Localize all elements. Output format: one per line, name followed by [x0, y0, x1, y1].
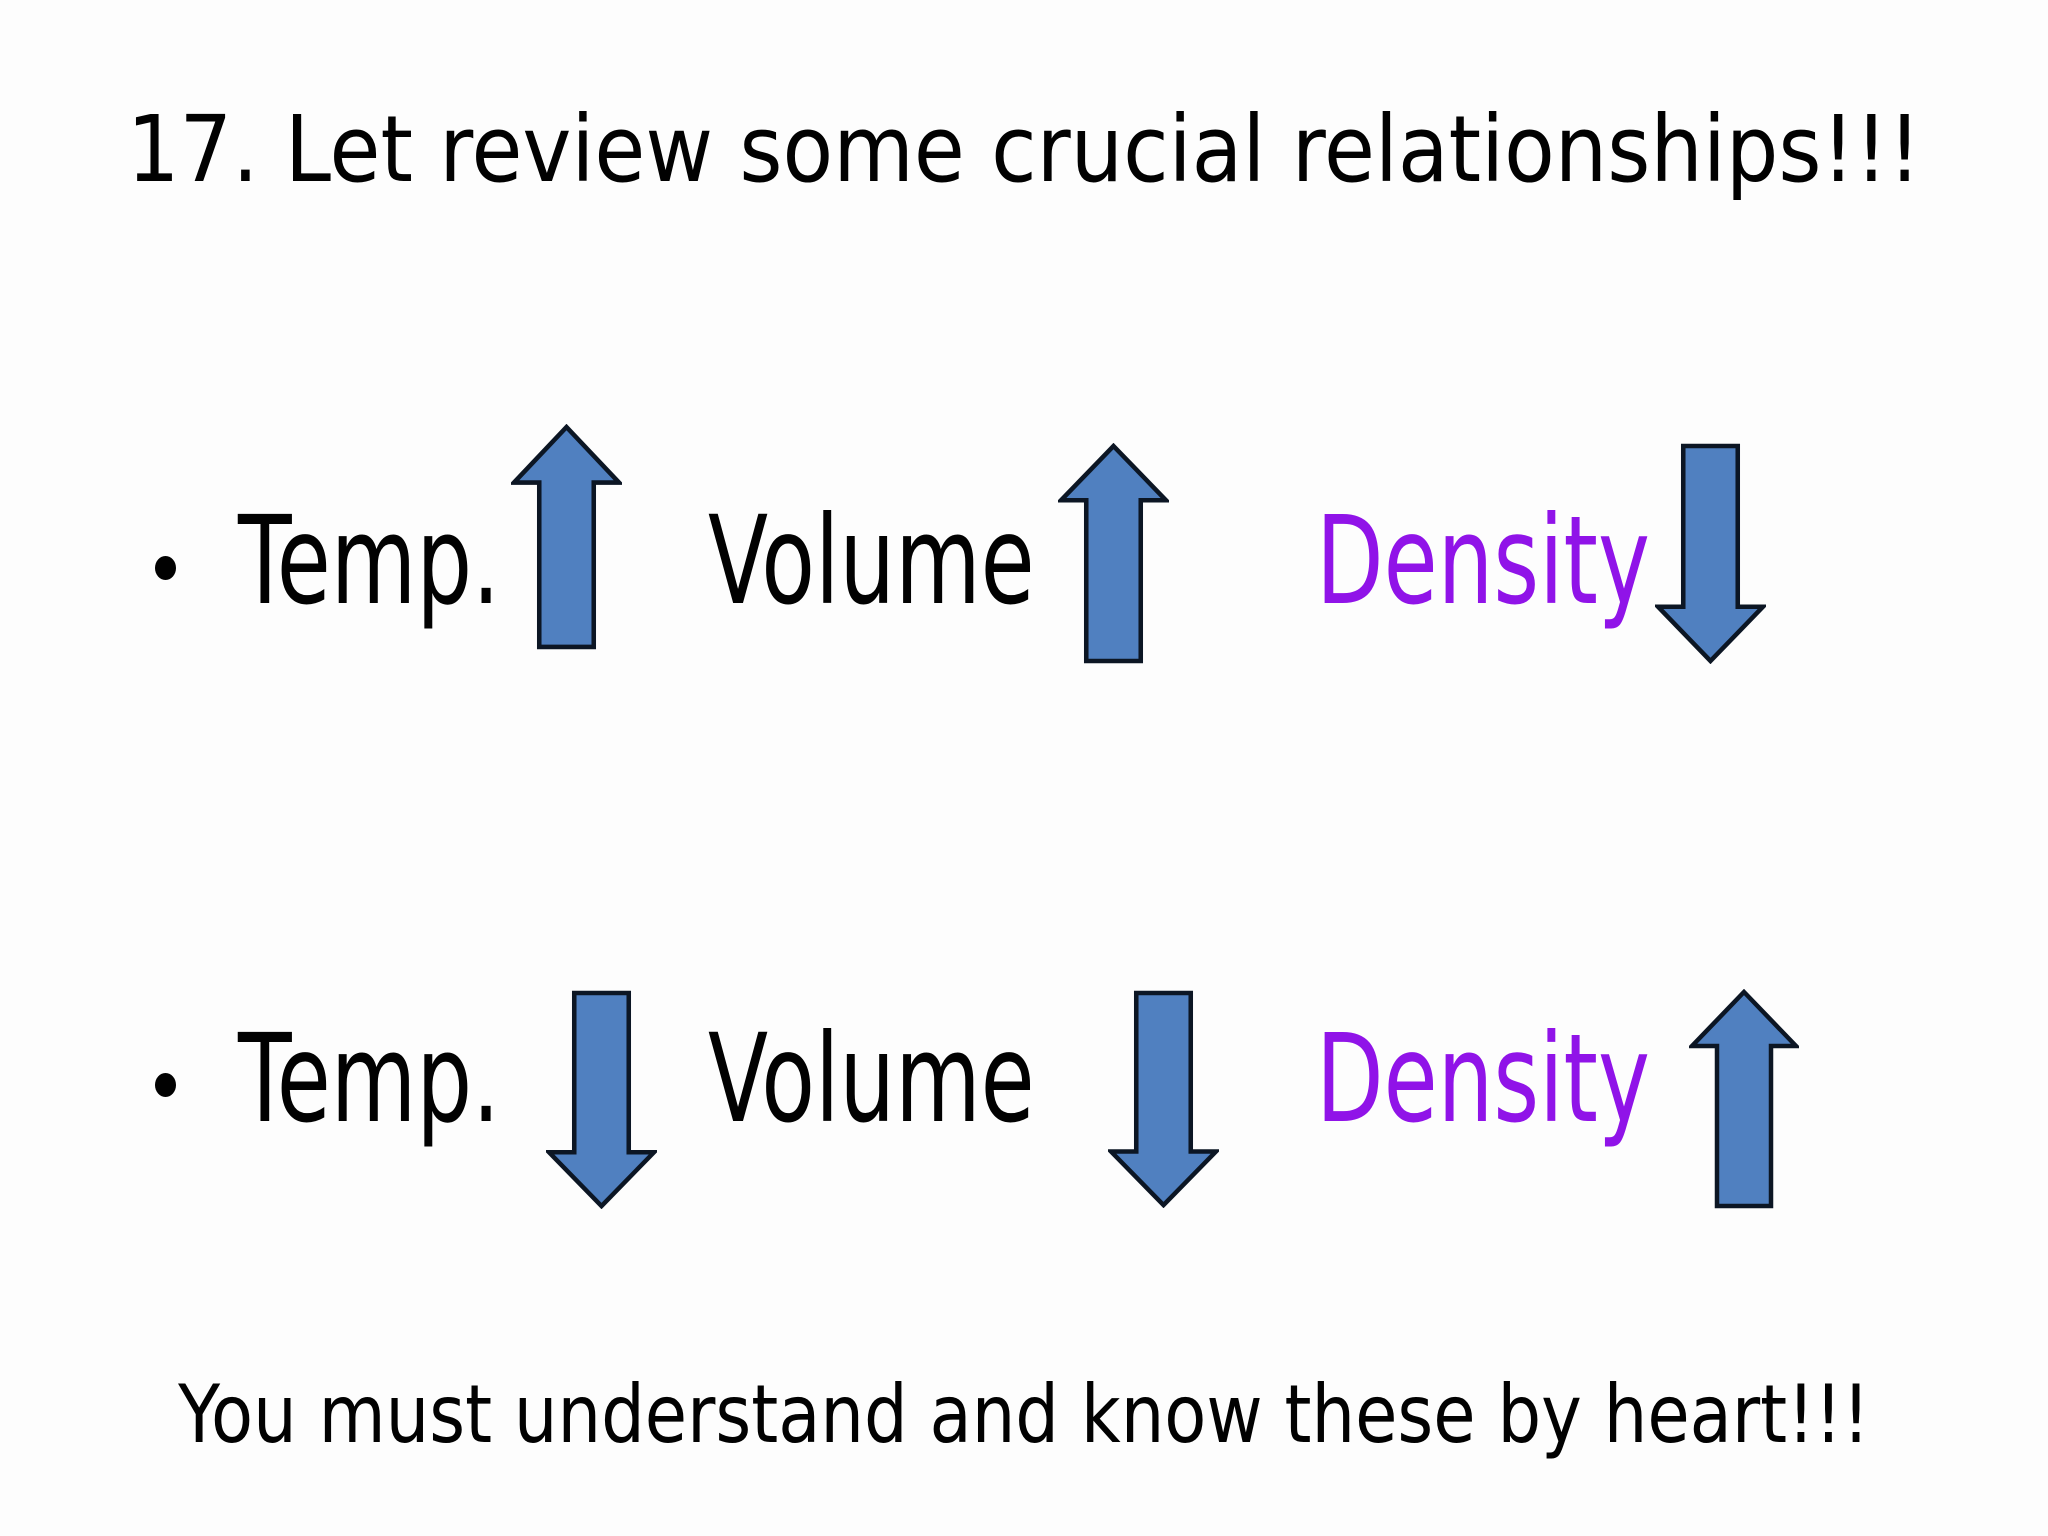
bullet-icon: [155, 1073, 176, 1097]
row1-label-temp: Temp.: [238, 490, 501, 632]
footer-note: You must understand and know these by he…: [178, 1368, 1870, 1461]
down-arrow-icon: [1108, 990, 1219, 1208]
row1-label-volume: Volume: [708, 490, 1035, 632]
row2-label-density: Density: [1316, 1008, 1650, 1150]
up-arrow-icon: [511, 424, 622, 650]
row2-label-volume: Volume: [708, 1008, 1035, 1150]
row2-label-temp: Temp.: [238, 1008, 501, 1150]
down-arrow-icon: [1655, 443, 1766, 664]
slide-title: 17. Let review some crucial relationship…: [126, 96, 1922, 203]
down-arrow-icon: [546, 990, 657, 1209]
bullet-icon: [155, 556, 176, 580]
up-arrow-icon: [1058, 443, 1169, 664]
row1-label-density: Density: [1316, 490, 1650, 632]
up-arrow-icon: [1689, 989, 1799, 1209]
